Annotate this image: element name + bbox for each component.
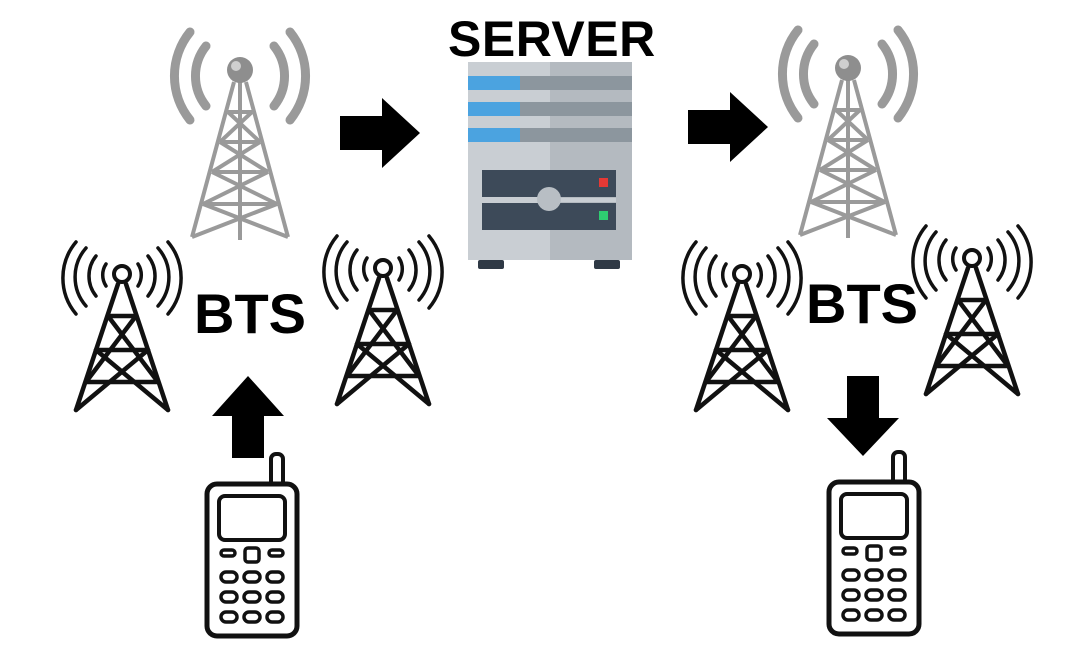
right-mobile-phone-icon [829,452,919,634]
bts-label-left: BTS [194,282,306,345]
right-bts-tower-icon-1 [683,242,801,410]
right-bts-tower-icon-2 [913,226,1031,394]
left-bts-tower-icon-1 [63,242,181,410]
right-main-tower-icon [782,30,913,238]
left-mobile-phone-icon [207,454,297,636]
server-icon [468,62,632,269]
bts-label-right: BTS [806,272,918,335]
arrow-up-icon [212,376,284,458]
arrow-right-icon-2 [688,92,768,162]
server-label: SERVER [448,11,656,67]
left-main-tower-icon [174,32,305,240]
arrow-right-icon-1 [340,98,420,168]
arrow-down-icon [827,376,899,456]
left-bts-tower-icon-2 [324,236,442,404]
